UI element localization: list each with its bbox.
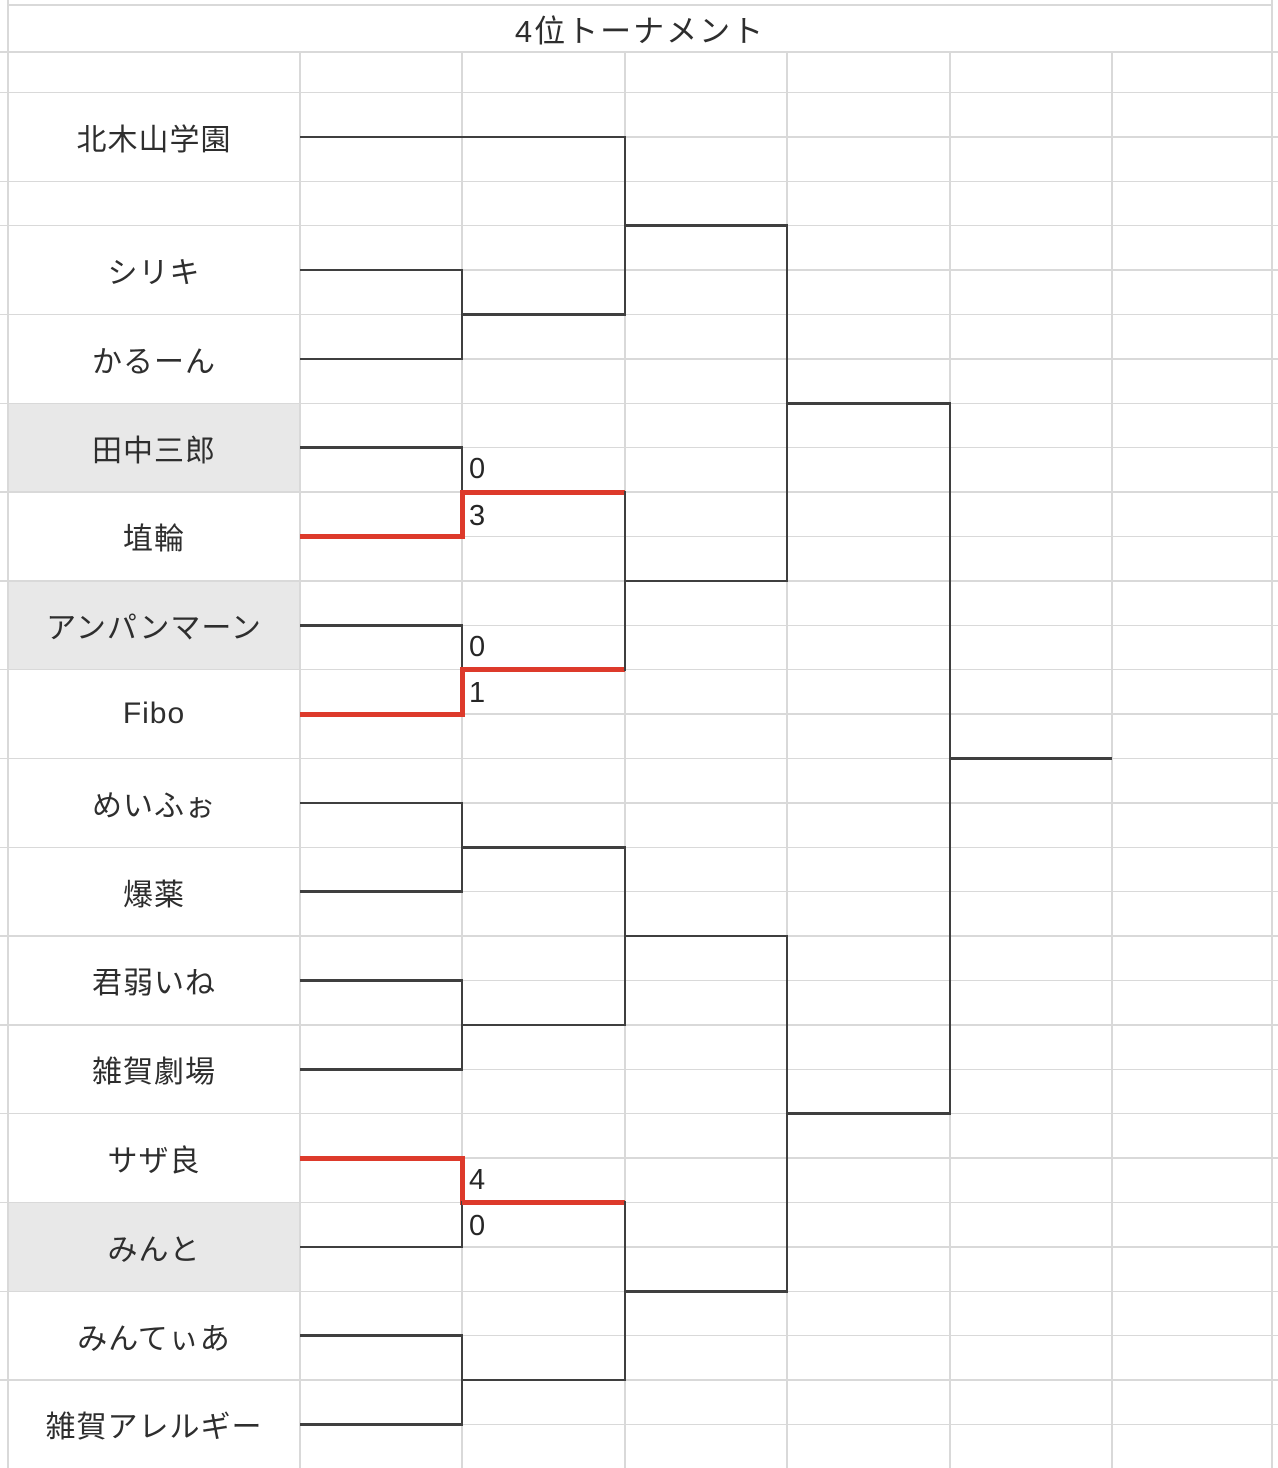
- winner-line-red: [300, 534, 462, 539]
- grid-line-h: [0, 668, 1278, 671]
- eliminated-row-highlight: [8, 580, 300, 670]
- team-cell-8: 爆薬: [123, 878, 185, 912]
- grid-line-h: [300, 1423, 1278, 1426]
- team-cell-10: 雑賀劇場: [92, 1056, 216, 1090]
- grid-line-v: [461, 51, 463, 1468]
- team-cell-11: サザ良: [107, 1145, 201, 1179]
- grid-line-v: [7, 0, 9, 1468]
- grid-line-h: [0, 491, 1278, 493]
- bracket-line-advance: [462, 1378, 625, 1382]
- grid-line-h: [0, 402, 1278, 405]
- grid-line-h: [300, 979, 1278, 982]
- grid-line-h: [0, 1379, 1278, 1381]
- bracket-line-advance: [462, 846, 625, 849]
- grid-line-h: [0, 1112, 1278, 1115]
- grid-line-h: [300, 1157, 1278, 1159]
- score-value: 0: [469, 453, 486, 486]
- bracket-line-advance: [625, 579, 787, 583]
- grid-line-h: [0, 1201, 1278, 1204]
- bracket-line-team: [300, 1334, 462, 1337]
- bracket-line-team: [300, 1245, 462, 1249]
- grid-line-h: [300, 1334, 1278, 1337]
- bracket-line-connector: [460, 1201, 464, 1249]
- bracket-line-team: [300, 357, 462, 361]
- team-cell-13: みんてぃあ: [77, 1322, 231, 1356]
- grid-line-h: [300, 802, 1278, 804]
- bracket-line-advance: [787, 1112, 950, 1115]
- team-cell-6: Fibo: [122, 697, 186, 731]
- bracket-line-team: [300, 446, 462, 449]
- grid-line-h: [300, 446, 1278, 449]
- team-cell-0: 北木山学園: [76, 123, 232, 157]
- bracket-line-team: [300, 1068, 462, 1071]
- grid-line-h: [0, 91, 1278, 94]
- eliminated-row-highlight: [8, 403, 300, 493]
- score-value: 4: [469, 1163, 486, 1196]
- team-cell-2: かるーん: [92, 345, 216, 379]
- bracket-line-advance: [625, 934, 787, 938]
- bracket-line-connector: [460, 624, 464, 671]
- bracket-line-advance: [625, 224, 787, 227]
- grid-line-v: [1111, 51, 1113, 1468]
- grid-line-h: [300, 535, 1278, 538]
- grid-line-h: [300, 269, 1278, 271]
- grid-line-h: [300, 1068, 1278, 1071]
- winner-line-red: [300, 1155, 462, 1161]
- bracket-line-advance: [462, 1023, 625, 1027]
- winner-line-red: [300, 711, 462, 717]
- bracket-line-advance: [787, 402, 950, 405]
- bracket-line-team: [300, 1423, 462, 1426]
- grid-line-h: [300, 136, 1278, 138]
- winner-line-red: [462, 489, 625, 495]
- team-cell-14: 雑賀アレルギー: [45, 1411, 263, 1445]
- winner-line-red: [459, 489, 465, 539]
- bracket-line-advance: [950, 757, 1112, 760]
- grid-line-h: [0, 313, 1278, 316]
- grid-line-h: [0, 757, 1278, 760]
- tournament-title: 4位トーナメント: [514, 14, 766, 49]
- grid-line-h: [300, 624, 1278, 627]
- bracket-line-team: [300, 979, 462, 982]
- grid-line-v: [299, 51, 301, 1468]
- grid-line-h: [300, 1246, 1278, 1248]
- grid-line-h: [300, 358, 1278, 360]
- team-cell-4: 埴輪: [123, 523, 185, 557]
- grid-line-v: [624, 51, 626, 1468]
- score-value: 3: [469, 499, 486, 532]
- grid-line-h: [300, 890, 1278, 893]
- grid-line-h: [300, 713, 1278, 715]
- team-cell-5: アンパンマーン: [46, 612, 262, 646]
- bracket-line-team: [300, 801, 462, 805]
- bracket-line-bye: [300, 135, 625, 139]
- winner-line-red: [462, 667, 625, 673]
- score-value: 1: [469, 677, 486, 710]
- bracket-line-advance: [625, 1290, 787, 1293]
- grid-line-h: [0, 846, 1278, 849]
- grid-line-h: [0, 1024, 1278, 1026]
- bracket-line-team: [300, 890, 462, 893]
- eliminated-row-highlight: [8, 1202, 300, 1292]
- grid-line-v: [1271, 0, 1273, 1468]
- team-cell-9: 君弱いね: [92, 967, 216, 1001]
- bracket-line-team: [300, 624, 462, 627]
- winner-line-red: [462, 1200, 625, 1205]
- team-cell-1: シリキ: [107, 257, 201, 291]
- grid-line-v: [786, 51, 788, 1468]
- team-cell-3: 田中三郎: [92, 434, 216, 468]
- winner-line-red: [459, 667, 465, 717]
- bracket-line-advance: [462, 313, 625, 316]
- grid-line-h: [0, 51, 1278, 53]
- score-value: 0: [469, 1210, 486, 1243]
- bracket-line-team: [300, 268, 462, 272]
- winner-line-red: [459, 1155, 465, 1205]
- team-cell-12: みんと: [107, 1233, 201, 1267]
- grid-line-h: [0, 180, 1278, 183]
- grid-line-h: [8, 4, 1272, 6]
- bracket-line-connector: [460, 446, 464, 494]
- team-cell-7: めいふぉ: [92, 789, 216, 823]
- score-value: 0: [469, 630, 486, 663]
